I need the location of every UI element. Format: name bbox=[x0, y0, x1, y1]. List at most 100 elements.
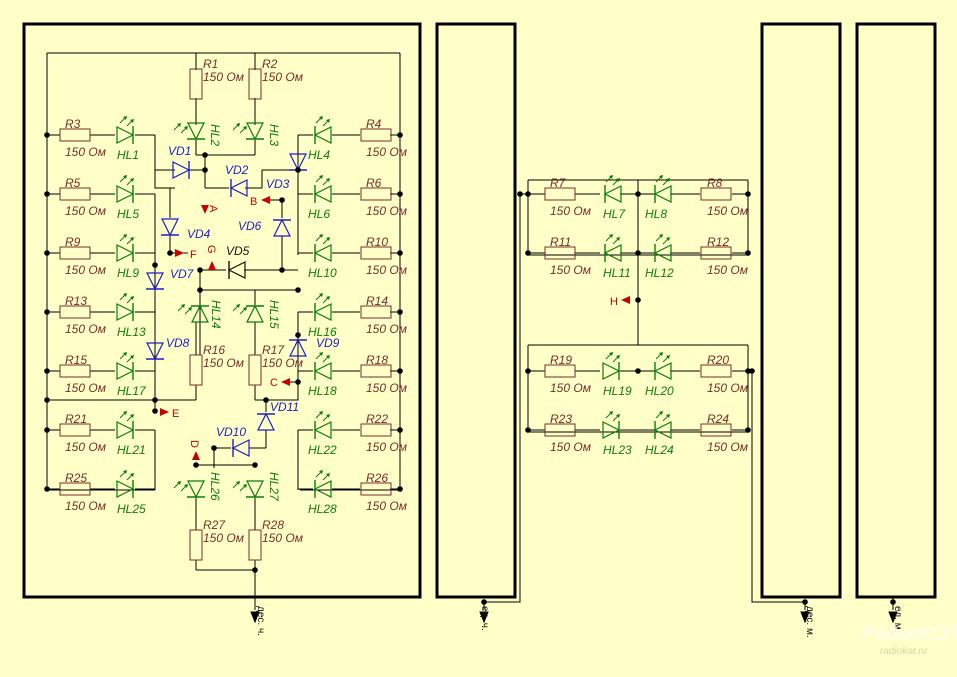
resistor-value: 150 Ом bbox=[366, 381, 407, 395]
emission-arrow-head bbox=[326, 355, 330, 359]
led-hl7: HL7 bbox=[603, 175, 626, 221]
emission-arrow-head bbox=[123, 293, 127, 297]
diode-triangle bbox=[653, 185, 672, 203]
diode-triangle bbox=[116, 303, 135, 321]
led-hl14: HL14 bbox=[177, 300, 223, 329]
emission-arrow-head bbox=[326, 178, 330, 182]
output-arrow bbox=[888, 611, 898, 624]
led-hl21: HL21 bbox=[116, 411, 146, 457]
led-hl2: HL2 bbox=[173, 122, 222, 146]
led-label: HL15 bbox=[267, 300, 281, 329]
junctions bbox=[44, 132, 896, 605]
resistor-body bbox=[360, 305, 392, 319]
junction-dot bbox=[211, 445, 217, 451]
led-label: HL9 bbox=[117, 266, 139, 280]
junction-dot bbox=[197, 287, 203, 293]
diode-triangle bbox=[246, 304, 264, 323]
emission-arrow-head bbox=[319, 234, 323, 238]
led-hl20: HL20 bbox=[645, 352, 674, 398]
emission-arrow-head bbox=[184, 126, 188, 130]
junction-dot bbox=[193, 462, 199, 468]
wire bbox=[276, 371, 299, 401]
test-point-arrow bbox=[192, 451, 200, 460]
led-hl25: HL25 bbox=[116, 470, 146, 516]
junction-dot bbox=[397, 486, 403, 492]
diode-triangle bbox=[116, 126, 135, 144]
resistor-r9: R9 150 Ом bbox=[59, 235, 106, 277]
led-label: HL13 bbox=[117, 325, 146, 339]
emission-arrow-head bbox=[123, 352, 127, 356]
resistor-name: R9 bbox=[65, 235, 81, 249]
junction-dot bbox=[397, 368, 403, 374]
resistor-value: 150 Ом bbox=[366, 440, 407, 454]
emission-arrow-head bbox=[666, 414, 670, 418]
diode-vd2: VD2 bbox=[225, 163, 249, 197]
emission-arrow-head bbox=[616, 237, 620, 241]
emission-arrow-head bbox=[130, 355, 134, 359]
resistor-value: 150 Ом bbox=[366, 499, 407, 513]
junction-dot bbox=[525, 368, 531, 374]
led-hl11: HL11 bbox=[603, 234, 631, 280]
led-hl8: HL8 bbox=[645, 175, 672, 221]
led-hl23: HL23 bbox=[602, 411, 632, 457]
diode-label: VD8 bbox=[166, 336, 190, 350]
diode-triangle bbox=[289, 338, 307, 357]
led-label: HL3 bbox=[267, 124, 281, 146]
diode-vd11: VD11 bbox=[257, 400, 299, 431]
resistor-value: 150 Ом bbox=[262, 356, 303, 370]
junction-dot bbox=[44, 309, 50, 315]
junction-dot bbox=[525, 427, 531, 433]
emission-arrow-head bbox=[123, 470, 127, 474]
resistor-value: 150 Ом bbox=[707, 204, 748, 218]
diode-label: VD3 bbox=[266, 177, 290, 191]
diode-triangle bbox=[603, 244, 622, 262]
junction-dot bbox=[749, 368, 755, 374]
output-label-units-minutes: ед. м. bbox=[892, 606, 903, 632]
diode-triangle bbox=[257, 412, 275, 431]
led-hl15: HL15 bbox=[232, 300, 281, 329]
test-point-arrow bbox=[261, 196, 270, 204]
resistor-body bbox=[700, 187, 732, 201]
resistor-value: 150 Ом bbox=[550, 381, 591, 395]
diode-label: VD2 bbox=[225, 163, 249, 177]
resistor-name: R21 bbox=[65, 412, 87, 426]
resistor-value: 150 Ом bbox=[65, 263, 106, 277]
board-tens-hours bbox=[22, 22, 422, 599]
emission-arrow-head bbox=[123, 175, 127, 179]
emission-arrow-head bbox=[130, 237, 134, 241]
resistor-value: 150 Ом bbox=[65, 322, 106, 336]
diode-triangle bbox=[313, 244, 332, 262]
resistor-value: 150 Ом bbox=[262, 70, 303, 84]
diode-triangle bbox=[116, 480, 135, 498]
junction-dot bbox=[152, 262, 158, 268]
led-label: HL18 bbox=[308, 384, 337, 398]
output-label-tens-minutes: дес. м. bbox=[804, 606, 815, 638]
resistor-value: 150 Ом bbox=[366, 204, 407, 218]
diode-vd6: VD6 bbox=[238, 218, 291, 237]
diode-triangle bbox=[116, 244, 135, 262]
emission-arrow-head bbox=[177, 481, 181, 485]
resistor-body bbox=[248, 529, 262, 561]
junction-dot bbox=[295, 332, 301, 338]
emission-arrow-head bbox=[130, 296, 134, 300]
resistor-body bbox=[360, 364, 392, 378]
emission-arrow-head bbox=[659, 352, 663, 356]
junction-dot bbox=[279, 197, 285, 203]
emission-arrow-head bbox=[319, 470, 323, 474]
emission-arrow-head bbox=[243, 307, 247, 311]
test-point-arrow bbox=[281, 378, 290, 386]
resistor-body bbox=[360, 423, 392, 437]
diode-triangle bbox=[653, 244, 672, 262]
resistor-body bbox=[189, 354, 203, 386]
led-hl12: HL12 bbox=[645, 234, 674, 280]
junction-dot bbox=[397, 132, 403, 138]
emission-arrow-head bbox=[666, 237, 670, 241]
resistor-name: R10 bbox=[366, 235, 388, 249]
resistor-body bbox=[59, 364, 91, 378]
diode-vd7: VD7 bbox=[146, 267, 195, 291]
diode-triangle bbox=[146, 272, 164, 291]
